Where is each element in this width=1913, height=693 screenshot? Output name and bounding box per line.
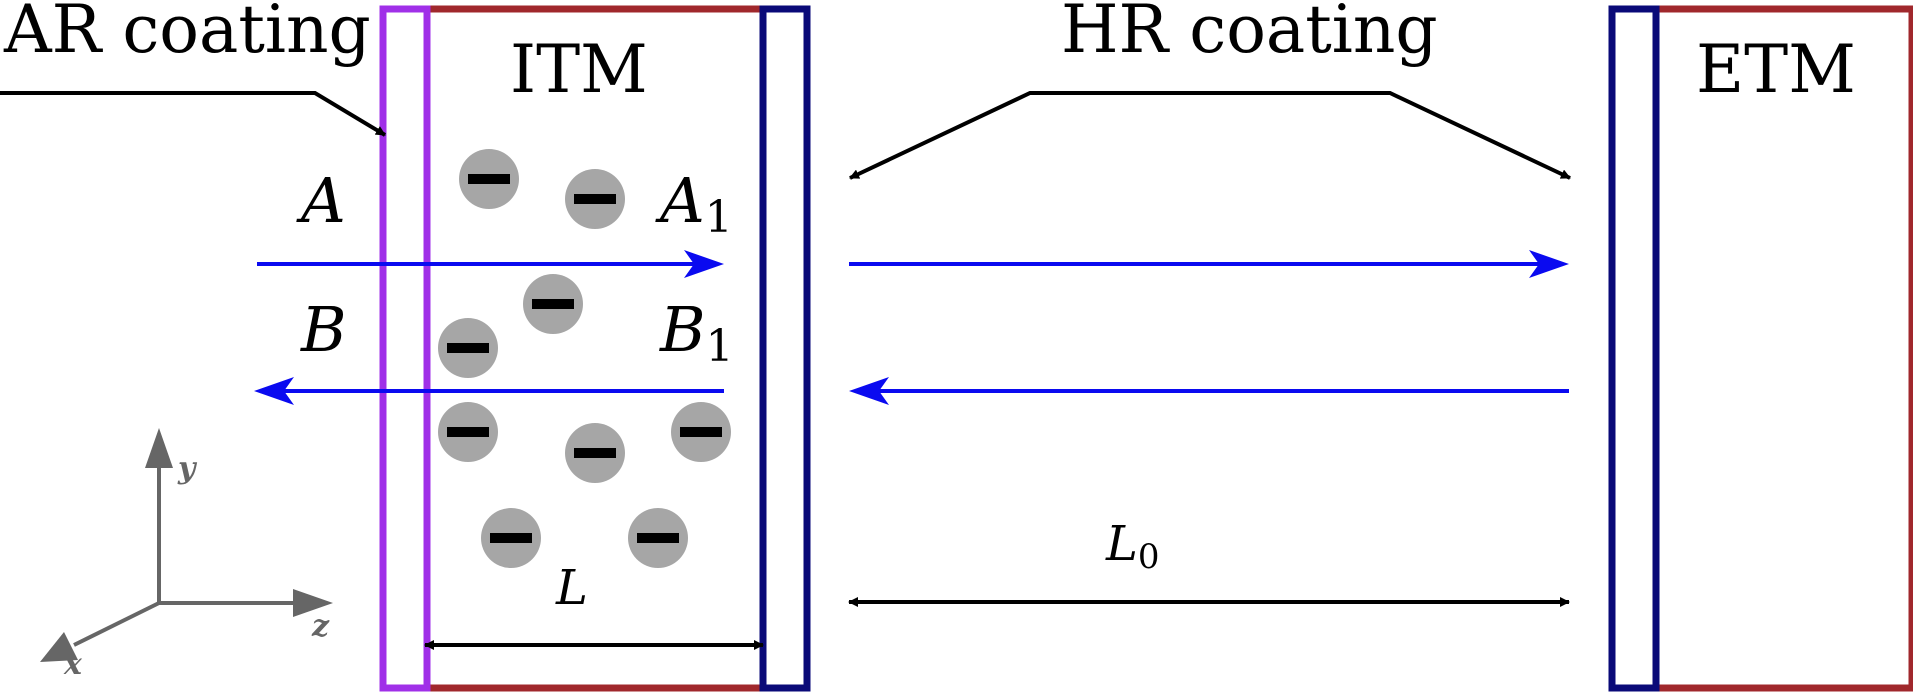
charge-markers — [438, 149, 731, 568]
field-a1-label: A1 — [655, 164, 733, 243]
itm-hr-coating-layer — [759, 5, 811, 692]
forward-beam-cavity-arrow — [849, 250, 1569, 278]
minus-sign-icon — [447, 427, 489, 437]
itm-label: ITM — [510, 31, 648, 108]
field-b1-label: B1 — [659, 293, 734, 372]
thickness-l-label: L — [555, 560, 588, 616]
etm-hr-coating-layer — [1608, 5, 1660, 692]
etm-label: ETM — [1696, 31, 1856, 108]
ar-coating-label: AR coating — [3, 0, 371, 68]
minus-sign-icon — [574, 448, 616, 458]
minus-sign-icon — [680, 427, 722, 437]
axis-y-label: y — [177, 451, 198, 486]
cavity-length-l0-label: L0 — [1105, 516, 1160, 577]
hr-coating-pointer-arrow-left — [849, 91, 1390, 180]
minus-sign-icon — [574, 194, 616, 204]
minus-sign-icon — [490, 533, 532, 543]
forward-beam-inside-arrow — [257, 250, 724, 278]
ar-coating-layer — [379, 5, 431, 692]
backward-beam-cavity-arrow — [849, 377, 1569, 405]
field-a-label: A — [296, 164, 346, 237]
field-b-label: B — [300, 293, 347, 366]
minus-sign-icon — [447, 343, 489, 353]
hr-coating-label: HR coating — [1061, 0, 1438, 68]
axis-x-label: x — [63, 647, 83, 682]
minus-sign-icon — [637, 533, 679, 543]
ar-coating-pointer-arrow — [0, 91, 387, 137]
minus-sign-icon — [468, 174, 510, 184]
backward-beam-inside-arrow — [254, 377, 724, 405]
coordinate-axes — [40, 428, 333, 662]
axis-z-label: z — [311, 609, 330, 644]
hr-coating-pointer-arrow-right — [1030, 91, 1571, 180]
minus-sign-icon — [532, 299, 574, 309]
